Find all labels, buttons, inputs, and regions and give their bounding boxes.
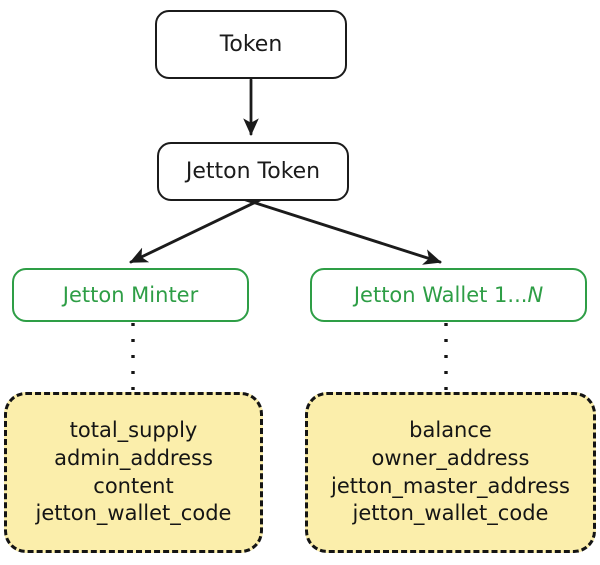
- node-jetton-token-label: Jetton Token: [185, 158, 321, 184]
- node-jetton-wallet-label-prefix: Jetton Wallet 1...: [353, 282, 528, 307]
- edge-jetton-token-to-jetton-minter: [129, 197, 264, 264]
- node-jetton-minter-label: Jetton Minter: [62, 282, 199, 307]
- node-jetton-wallet[interactable]: Jetton Wallet 1...N: [310, 268, 587, 322]
- node-jetton-token[interactable]: Jetton Token: [157, 142, 349, 201]
- edge-jetton-token-to-jetton-wallet: [241, 197, 442, 265]
- minter-attributes-list: total_supply admin_address content jetto…: [35, 417, 232, 526]
- node-minter-attributes[interactable]: total_supply admin_address content jetto…: [4, 392, 263, 553]
- node-token-label: Token: [219, 31, 283, 57]
- node-wallet-attributes[interactable]: balance owner_address jetton_master_addr…: [305, 392, 596, 553]
- node-token[interactable]: Token: [155, 10, 347, 79]
- node-jetton-minter[interactable]: Jetton Minter: [12, 268, 249, 322]
- node-jetton-wallet-label: Jetton Wallet 1...N: [354, 283, 543, 308]
- wallet-attributes-list: balance owner_address jetton_master_addr…: [331, 417, 570, 526]
- node-jetton-wallet-label-suffix: N: [527, 282, 544, 307]
